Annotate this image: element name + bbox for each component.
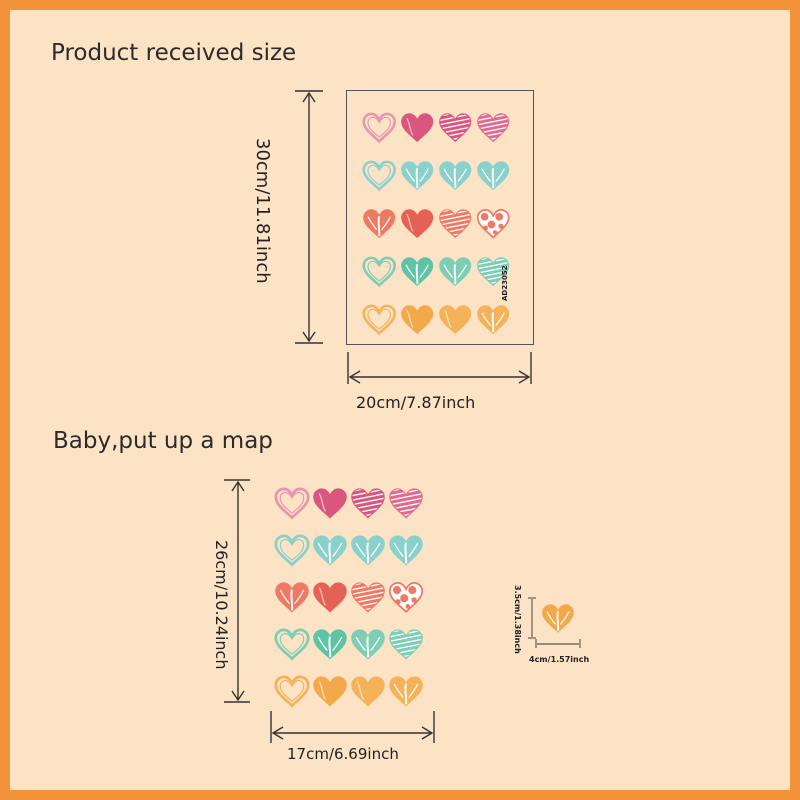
applied-heart-r1-c2 bbox=[313, 488, 347, 519]
received-height-arrow bbox=[295, 90, 323, 344]
applied-heart-r4-c4 bbox=[389, 629, 423, 660]
applied-height-label: 26cm/10.24inch bbox=[212, 540, 231, 670]
single-height-label: 3.5cm/1.38inch bbox=[513, 585, 522, 654]
single-width-arrow bbox=[535, 639, 581, 648]
applied-heart-r4-c1 bbox=[274, 628, 310, 661]
received-width-arrow bbox=[347, 352, 532, 384]
sheet-code: AD23052 bbox=[501, 265, 509, 301]
received-heart-r5-c1 bbox=[362, 304, 396, 336]
received-heart-r3-c1 bbox=[363, 209, 396, 239]
single-heart bbox=[542, 604, 574, 633]
applied-heart-r3-c2 bbox=[313, 582, 347, 613]
received-heart-r1-c1 bbox=[362, 112, 396, 144]
received-heart-r3-c3 bbox=[439, 209, 472, 239]
received-sheet-hearts bbox=[362, 112, 510, 336]
applied-hearts bbox=[274, 487, 424, 708]
applied-heart-r4-c3 bbox=[351, 629, 385, 660]
received-heart-r3-c2 bbox=[401, 209, 434, 239]
applied-heart-r5-c3 bbox=[351, 676, 385, 707]
applied-heart-r3-c3 bbox=[351, 582, 385, 613]
applied-heart-r5-c2 bbox=[313, 676, 347, 707]
applied-heart-r2-c1 bbox=[274, 534, 310, 567]
applied-heart-r1-c3 bbox=[351, 488, 385, 519]
received-heart-r2-c1 bbox=[362, 160, 396, 192]
applied-heart-r5-c4 bbox=[389, 676, 423, 707]
received-heart-r2-c2 bbox=[401, 161, 434, 191]
applied-title: Baby,put up a map bbox=[53, 428, 273, 454]
received-heart-r2-c4 bbox=[477, 161, 510, 191]
applied-heart-r2-c4 bbox=[389, 535, 423, 566]
received-width-label: 20cm/7.87inch bbox=[356, 393, 476, 412]
received-heart-r4-c2 bbox=[401, 257, 434, 287]
received-heart-r3-c4 bbox=[476, 208, 510, 239]
received-heart-r4-c1 bbox=[362, 256, 396, 288]
applied-heart-r5-c1 bbox=[274, 675, 310, 708]
single-heart-shape bbox=[542, 604, 574, 633]
single-height-arrow bbox=[528, 597, 536, 639]
applied-heart-r2-c2 bbox=[313, 535, 347, 566]
applied-heart-r3-c1 bbox=[275, 582, 309, 613]
received-heart-r1-c2 bbox=[401, 113, 434, 143]
applied-heart-r4-c2 bbox=[313, 629, 347, 660]
canvas: Product received size AD23052 30cm/11.81… bbox=[10, 10, 790, 790]
applied-heart-r3-c4 bbox=[388, 581, 424, 613]
applied-width-arrow bbox=[270, 711, 435, 743]
received-size-title: Product received size bbox=[51, 40, 297, 66]
received-heart-r1-c3 bbox=[439, 113, 472, 143]
received-heart-r2-c3 bbox=[439, 161, 472, 191]
received-heart-r5-c3 bbox=[439, 305, 472, 335]
applied-heart-r1-c4 bbox=[389, 488, 423, 519]
applied-heart-r2-c3 bbox=[351, 535, 385, 566]
applied-heart-r1-c1 bbox=[274, 487, 310, 520]
received-heart-r5-c2 bbox=[401, 305, 434, 335]
applied-height-arrow bbox=[224, 479, 250, 703]
applied-width-label: 17cm/6.69inch bbox=[287, 745, 399, 763]
received-heart-r4-c3 bbox=[439, 257, 472, 287]
received-height-label: 30cm/11.81inch bbox=[252, 138, 273, 284]
received-heart-r5-c4 bbox=[477, 305, 510, 335]
received-sheet: AD23052 bbox=[346, 90, 534, 345]
single-width-label: 4cm/1.57inch bbox=[529, 655, 590, 664]
received-heart-r1-c4 bbox=[477, 113, 510, 143]
